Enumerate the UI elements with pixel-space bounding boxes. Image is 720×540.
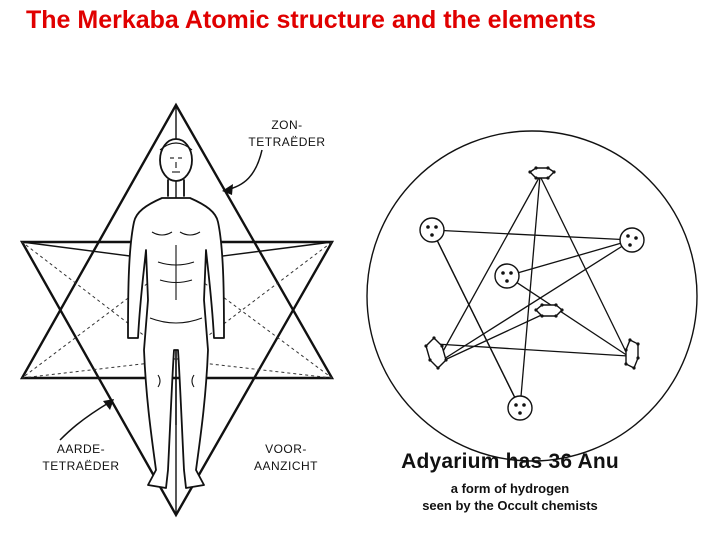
adyarium-caption: Adyarium has 36 Anu — [401, 450, 619, 473]
earth-tetrahedron-label-line2: TETRAËDER — [42, 459, 120, 473]
sun-tetrahedron-label-line2: TETRAËDER — [248, 135, 326, 149]
outer-circle — [366, 130, 698, 462]
head — [159, 138, 193, 182]
adyarium-subcaption-line1: a form of hydrogen — [450, 481, 570, 496]
human-figure — [127, 138, 225, 489]
slide-title: The Merkaba Atomic structure and the ele… — [26, 6, 597, 34]
adyarium-diagram — [366, 130, 698, 462]
sun-tetrahedron-label-line1: ZON- — [271, 118, 303, 132]
front-view-label-line2: AANZICHT — [254, 459, 318, 473]
earth-tetrahedron-label: AARDE- TETRAËDER — [26, 441, 136, 475]
sun-tetrahedron-label: ZON- TETRAËDER — [232, 117, 342, 151]
arrowheads — [103, 184, 233, 410]
front-view-label: VOOR- AANZICHT — [236, 441, 336, 475]
anu-sphere — [419, 217, 645, 421]
earth-tetrahedron-label-line1: AARDE- — [56, 442, 106, 456]
adyarium-subcaption-line2: seen by the Occult chemists — [422, 498, 598, 513]
front-view-label-line1: VOOR- — [265, 442, 307, 456]
